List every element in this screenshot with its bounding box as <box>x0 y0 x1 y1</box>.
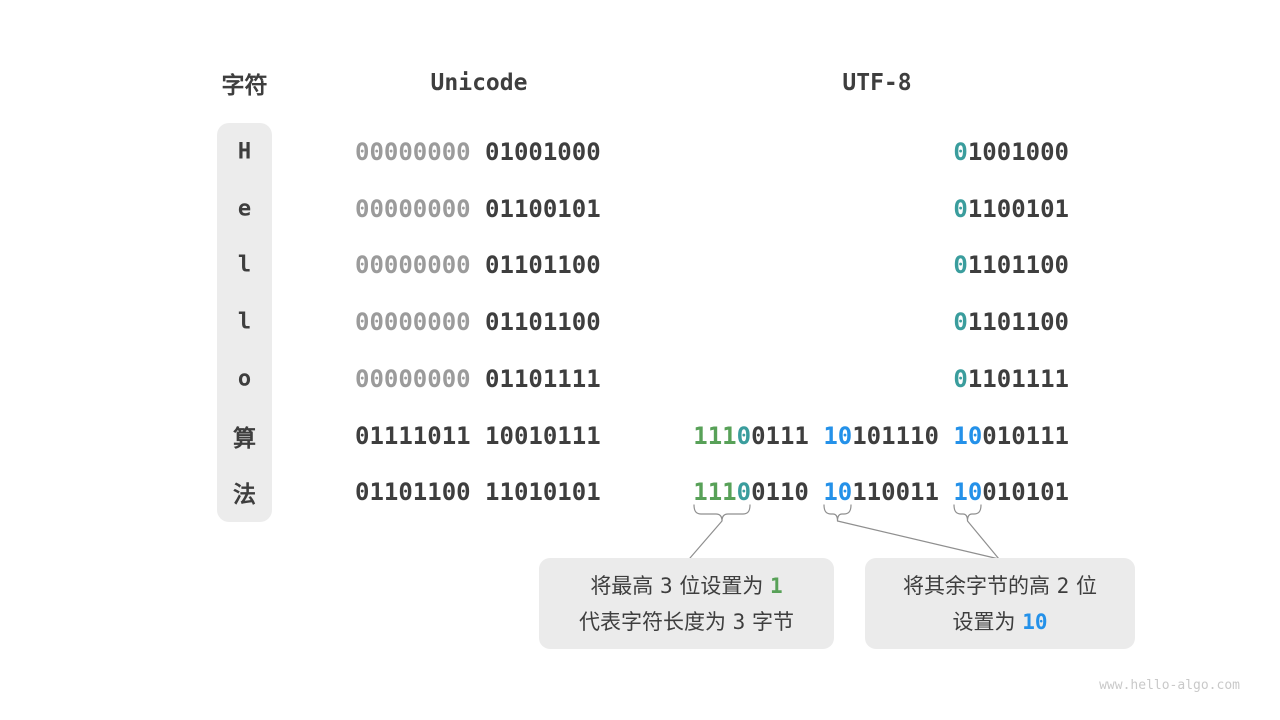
text-segment: 0 <box>953 251 968 280</box>
text-segment: 代表字符长度为 <box>578 609 733 634</box>
callout-line: 代表字符长度为 3 字节 <box>579 604 794 640</box>
text-segment: 110011 <box>852 478 954 507</box>
header-unicode-label: Unicode <box>430 70 528 96</box>
connector-line-right <box>966 520 1000 560</box>
text-segment: 1001000 <box>967 138 1069 166</box>
text-segment: 01101100 <box>485 308 601 337</box>
text-segment: 10 <box>823 421 853 450</box>
text-segment: 10 <box>823 478 853 507</box>
connector-line-left <box>689 520 723 559</box>
text-segment: 2 <box>1056 573 1070 598</box>
unicode-binary-cell: 00000000 01100101 <box>355 195 601 223</box>
text-segment: 01101100 11010101 <box>355 478 601 507</box>
text-segment: 0 <box>953 308 968 337</box>
text-segment: 0 <box>953 364 968 393</box>
text-segment: 0 <box>953 194 968 223</box>
text-segment: 0 <box>953 138 968 166</box>
character-cell: o <box>237 366 252 392</box>
text-segment: 字节 <box>745 609 795 634</box>
utf8-binary-cell: 01100101 <box>953 195 1069 223</box>
text-segment: 01101111 <box>485 364 601 393</box>
text-segment: 10 <box>953 478 983 507</box>
text-segment: 3 <box>660 573 673 598</box>
text-segment: 位 <box>1069 573 1098 598</box>
character-cell: e <box>237 196 252 222</box>
callout-line: 设置为 10 <box>953 604 1048 640</box>
utf8-binary-cell: 11100111 10101110 10010111 <box>693 422 1069 450</box>
text-segment: 010111 <box>982 421 1069 450</box>
text-segment: 01101100 <box>485 251 601 280</box>
text-segment: 1101100 <box>967 308 1069 337</box>
text-segment: 10 <box>953 421 983 450</box>
character-cell: l <box>237 252 252 278</box>
watermark: www.hello-algo.com <box>1099 678 1240 693</box>
text-segment: 101110 <box>852 421 954 450</box>
text-segment: 将最高 <box>590 573 660 598</box>
text-segment: 00000000 <box>355 138 486 166</box>
text-segment: 1101100 <box>967 251 1069 280</box>
utf8-binary-cell: 01101100 <box>953 308 1069 336</box>
text-segment: 10 <box>1022 609 1048 634</box>
character-cell: H <box>237 139 252 165</box>
utf8-binary-cell: 01101100 <box>953 251 1069 279</box>
underbrace-byte3-prefix <box>953 504 982 522</box>
text-segment: 3 <box>732 609 746 634</box>
callout-line: 将其余字节的高 2 位 <box>903 568 1097 604</box>
text-segment: 01111011 10010111 <box>355 421 601 450</box>
text-segment: 00000000 <box>355 308 486 337</box>
text-segment: 010101 <box>982 478 1069 507</box>
text-segment: 01001000 <box>485 138 601 166</box>
text-segment: 00000000 <box>355 364 486 393</box>
character-cell: l <box>237 309 252 335</box>
connector-line-mid <box>836 520 1000 560</box>
text-segment: 将其余字节的高 <box>902 573 1057 598</box>
unicode-binary-cell: 01101100 11010101 <box>355 478 601 506</box>
text-segment: 111 <box>693 421 737 450</box>
text-segment: 01100101 <box>485 194 601 223</box>
character-column-background <box>217 123 272 522</box>
utf8-binary-cell: 01001000 <box>953 138 1069 166</box>
text-segment: 0110 <box>751 478 824 507</box>
callout-continuation-bits-note: 将其余字节的高 2 位设置为 10 <box>865 558 1135 649</box>
header-utf8-label: UTF-8 <box>842 70 912 96</box>
text-segment: 00000000 <box>355 194 486 223</box>
utf8-binary-cell: 11100110 10110011 10010101 <box>693 478 1069 506</box>
unicode-binary-cell: 00000000 01101100 <box>355 308 601 336</box>
header-character-label: 字符 <box>221 73 268 99</box>
unicode-binary-cell: 01111011 10010111 <box>355 422 601 450</box>
callout-line: 将最高 3 位设置为 1 <box>590 568 782 604</box>
text-segment: 1101111 <box>967 364 1069 393</box>
text-segment: 111 <box>693 478 737 507</box>
character-cell: 算 <box>233 425 256 452</box>
text-segment: 0111 <box>751 421 824 450</box>
text-segment: 1 <box>770 573 783 598</box>
text-segment: 1100101 <box>967 194 1069 223</box>
text-segment: 位设置为 <box>672 573 771 598</box>
unicode-binary-cell: 00000000 01001000 <box>355 138 601 166</box>
character-cell: 法 <box>233 482 256 509</box>
unicode-binary-cell: 00000000 01101100 <box>355 251 601 279</box>
text-segment: 0 <box>736 478 752 507</box>
utf8-binary-cell: 01101111 <box>953 365 1069 393</box>
text-segment: 00000000 <box>355 251 486 280</box>
text-segment: 0 <box>736 421 752 450</box>
underbrace-high-bits <box>693 504 751 522</box>
unicode-binary-cell: 00000000 01101111 <box>355 365 601 393</box>
text-segment: 设置为 <box>952 609 1023 634</box>
underbrace-byte2-prefix <box>823 504 852 522</box>
